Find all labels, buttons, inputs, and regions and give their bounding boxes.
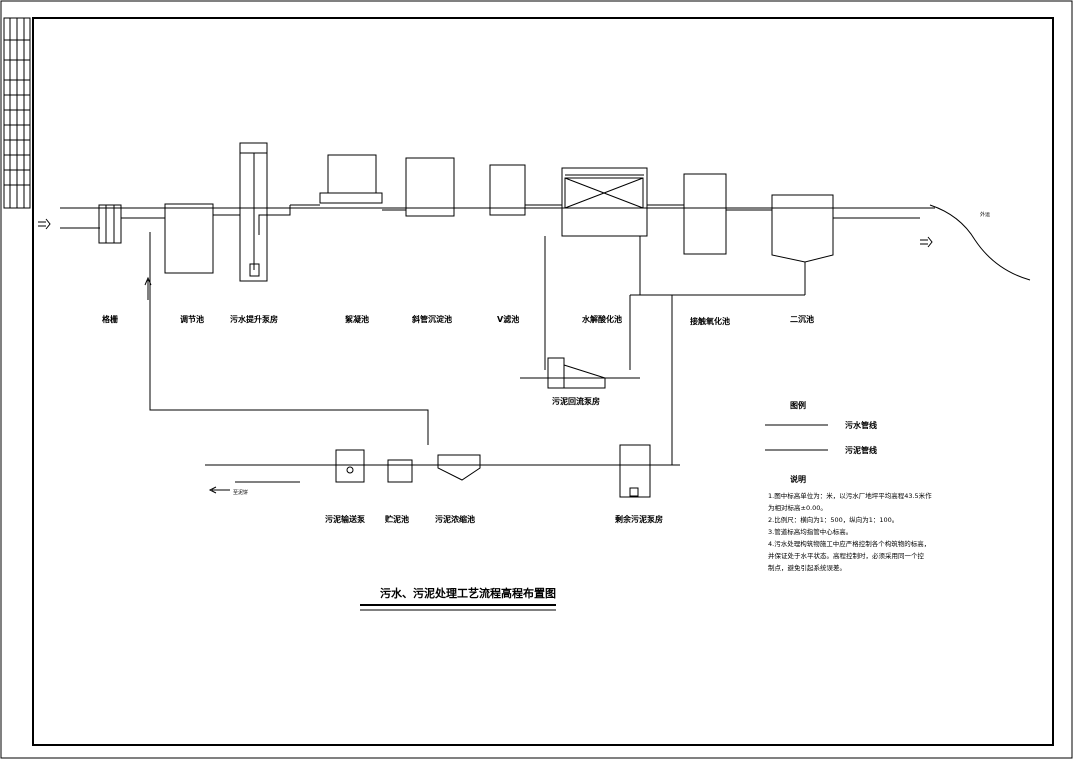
flocculation-tank (290, 154, 383, 206)
contact-oxidation-tank (647, 173, 727, 255)
legend-label-sewage: 污水管线 (845, 420, 877, 430)
outfall-label: 外运 (980, 211, 990, 218)
left-title-block (3, 17, 31, 209)
unit-label-vfilter: V滤池 (497, 314, 519, 324)
secondary-clarifier (726, 194, 920, 295)
river-bank (929, 204, 1031, 281)
unit-label-thickener: 污泥浓缩池 (435, 514, 475, 524)
unit-label-storage: 贮泥池 (384, 514, 409, 524)
note-line-6: 并保证处于水平状态。高程控制时，必须采用同一个控 (768, 551, 925, 560)
unit-label-transfer-pump: 污泥输送泵 (325, 514, 365, 524)
unit-label-clarifier: 二沉池 (790, 314, 814, 324)
unit-label-settler: 斜管沉淀池 (411, 314, 452, 324)
unit-label-screen: 格栅 (102, 314, 118, 324)
excess-sludge-pump-house (619, 444, 651, 498)
legend-label-sludge: 污泥管线 (845, 445, 877, 455)
note-line-5: 4.污水处理构筑物施工中应严格控制各个构筑物的标高， (768, 539, 930, 548)
ground-line (60, 207, 935, 229)
sludge-outlet-arrow (208, 486, 230, 494)
notes-heading: 说明 (790, 474, 806, 484)
unit-label-lift-pump: 污水提升泵房 (230, 314, 278, 324)
sludge-outlet-label: 至泥饼 (233, 489, 248, 496)
legend: 图例 污水管线 污泥管线 (765, 400, 877, 455)
legend-heading: 图例 (790, 400, 806, 410)
recycle-arrow (144, 276, 152, 300)
unit-label-return-pump: 污泥回流泵房 (552, 396, 600, 406)
notes: 说明 1.图中标高单位为：米，以污水厂地坪平均高程43.5米作 为相对标高±0.… (768, 474, 932, 572)
note-line-3: 2.比例尺：横向为1：500，纵向为1：100。 (768, 515, 898, 524)
inflow-arrow (38, 218, 51, 230)
screen-tank (98, 204, 122, 244)
sludge-storage-tank (387, 459, 413, 483)
unit-label-hydrolysis: 水解酸化池 (581, 314, 622, 324)
v-filter (454, 164, 526, 216)
sheet-inner-frame (32, 17, 1054, 746)
outflow-arrow (920, 204, 1031, 281)
drawing-title: 污水、污泥处理工艺流程高程布置图 (380, 586, 556, 600)
equalization-tank (121, 203, 214, 274)
note-line-7: 制点，避免引起系统误差。 (768, 563, 846, 572)
unit-label-flocculation: 絮凝池 (345, 314, 369, 324)
hydrolysis-tank (525, 167, 648, 295)
unit-label-oxidation: 接触氧化池 (690, 316, 730, 326)
sludge-transfer-pump (335, 449, 365, 483)
sludge-return-lines (149, 232, 805, 465)
unit-label-equalization: 调节池 (180, 314, 204, 324)
sludge-ground-line (205, 464, 680, 483)
lift-pump-house (213, 142, 291, 282)
note-line-2: 为相对标高±0.00。 (768, 503, 827, 512)
inclined-tube-settler (382, 157, 455, 217)
drawing-title-block: 污水、污泥处理工艺流程高程布置图 (360, 586, 556, 611)
note-line-1: 1.图中标高单位为：米，以污水厂地坪平均高程43.5米作 (768, 491, 932, 500)
unit-label-excess-pump: 剩余污泥泵房 (615, 514, 663, 524)
sludge-return-pump-house (520, 357, 640, 389)
sludge-thickener (437, 454, 481, 481)
note-line-4: 3.管道标高均指管中心标高。 (768, 527, 852, 536)
